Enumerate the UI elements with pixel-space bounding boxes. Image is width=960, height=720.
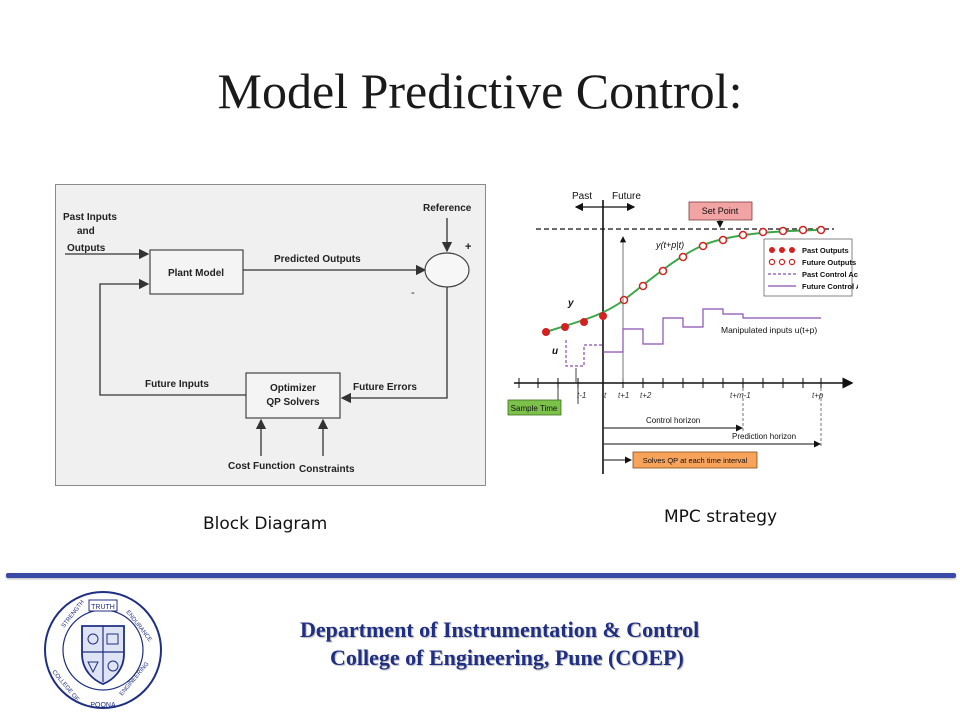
prediction-horizon-label: Prediction horizon — [732, 432, 796, 441]
block-diagram: Past Inputs and Outputs Plant Model Pred… — [55, 184, 486, 486]
optimizer-block — [245, 372, 341, 419]
tick-t+m-1: t+m-1 — [730, 391, 751, 400]
outputs-label: Outputs — [67, 243, 106, 254]
footer-divider — [6, 573, 956, 578]
college-name: College of Engineering, Pune (COEP) — [330, 645, 684, 670]
solves-qp-box — [632, 451, 758, 469]
future-inputs-line — [99, 278, 246, 396]
past-label: Past — [572, 191, 592, 202]
block-diagram-caption: Block Diagram — [203, 514, 328, 534]
and-label: and — [77, 226, 95, 237]
future-outputs — [619, 225, 826, 305]
plant-model-block — [149, 249, 244, 295]
tick-t-1: t-1 — [577, 391, 586, 400]
emblem-poona: POONA — [90, 702, 116, 709]
department-block: Department of Instrumentation & Control … — [300, 616, 730, 672]
legend-future-outputs-symbol — [768, 258, 796, 266]
constraints-label: Constraints — [299, 464, 355, 475]
emblem-truth: TRUTH — [91, 604, 115, 611]
cost-function-label: Cost Function — [228, 461, 295, 472]
past-control-action — [565, 340, 603, 367]
reference-label: Reference — [423, 203, 472, 214]
college-emblem: TRUTH STRENGTH ENDURANCE COLLEGE OF ENGI… — [44, 591, 162, 709]
plus-sign: + — [465, 241, 471, 253]
u-label: u — [552, 346, 558, 357]
legend-future-control: Future Control Action — [802, 282, 858, 291]
solves-qp-label: Solves QP at each time interval — [643, 456, 748, 465]
slide-title: Model Predictive Control: — [217, 63, 743, 119]
qp-solvers-label: QP Solvers — [266, 397, 320, 408]
department-name: Department of Instrumentation & Control — [300, 617, 700, 642]
tick-t+p: t+p — [812, 391, 824, 400]
tick-t+1: t+1 — [618, 391, 629, 400]
legend-past-outputs: Past Outputs — [802, 246, 849, 255]
predicted-outputs-label: Predicted Outputs — [274, 254, 361, 265]
y-label: y — [567, 298, 574, 309]
sample-time-box — [507, 399, 562, 416]
set-point-label: Set Point — [702, 206, 739, 216]
future-inputs-label: Future Inputs — [145, 379, 209, 390]
y-pred-label: y(t+p|t) — [655, 240, 684, 250]
sample-time-label: Sample Time — [511, 404, 558, 413]
legend-past-control: Past Control Action — [802, 270, 858, 279]
time-axis-ticks — [518, 378, 822, 388]
minus-sign: - — [411, 287, 415, 299]
mpc-strategy-caption: MPC strategy — [664, 507, 778, 527]
past-inputs-label: Past Inputs — [63, 212, 117, 223]
tick-t: t — [604, 391, 607, 400]
future-control-action — [603, 308, 821, 353]
output-trajectory — [545, 229, 822, 333]
control-horizon-label: Control horizon — [646, 416, 700, 425]
future-errors-label: Future Errors — [353, 382, 417, 393]
future-label: Future — [612, 191, 641, 202]
tick-t+2: t+2 — [640, 391, 652, 400]
past-outputs — [542, 312, 607, 336]
optimizer-label: Optimizer — [270, 383, 316, 394]
mpc-strategy-diagram: Past Future Set Point t-1 t t+1 t+2 t+m-… — [507, 191, 858, 474]
legend-past-outputs-symbol — [769, 247, 795, 253]
summing-junction — [424, 252, 470, 288]
future-errors-line — [340, 287, 448, 404]
plant-model-label: Plant Model — [168, 268, 224, 279]
legend-future-outputs: Future Outputs — [802, 258, 856, 267]
manipulated-inputs-label: Manipulated inputs u(t+p) — [721, 325, 817, 335]
